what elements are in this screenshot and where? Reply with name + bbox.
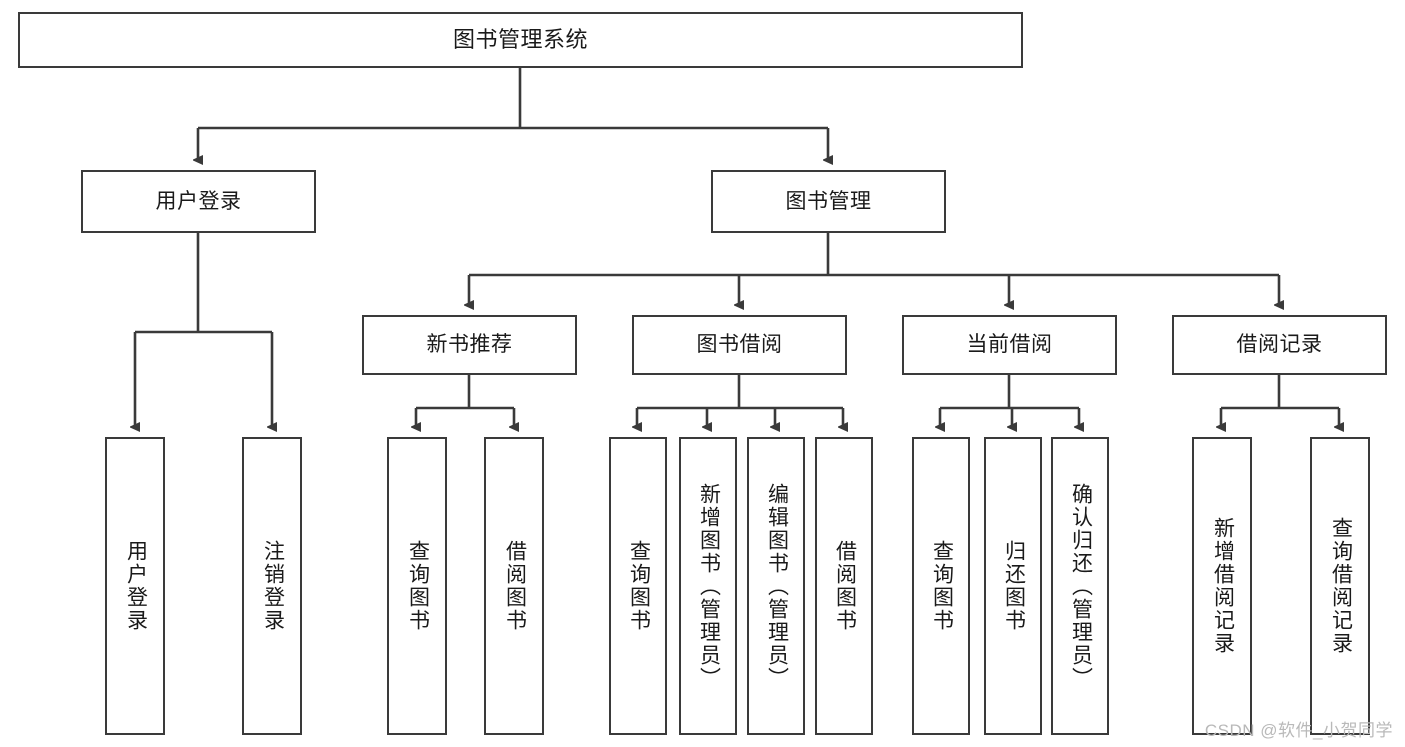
node-label: 归还图书 — [1002, 540, 1026, 632]
node-label: 确认归还（管理员） — [1069, 482, 1093, 690]
node-book-borrow[interactable]: 图书借阅 — [632, 315, 847, 375]
node-label: 借阅图书 — [503, 540, 527, 632]
leaf-node-add-book-admin[interactable]: 新增图书（管理员） — [679, 437, 737, 735]
leaf-node-add-borrow-record[interactable]: 新增借阅记录 — [1192, 437, 1252, 735]
node-current-borrow[interactable]: 当前借阅 — [902, 315, 1117, 375]
leaf-node-edit-book-admin[interactable]: 编辑图书（管理员） — [747, 437, 805, 735]
node-label: 借阅图书 — [833, 540, 857, 632]
node-borrow-record[interactable]: 借阅记录 — [1172, 315, 1387, 375]
node-label: 图书管理 — [785, 189, 872, 213]
node-label: 编辑图书（管理员） — [765, 482, 789, 690]
leaf-node-logout[interactable]: 注销登录 — [242, 437, 302, 735]
node-label: 用户登录 — [155, 189, 242, 213]
leaf-node-return-book[interactable]: 归还图书 — [984, 437, 1042, 735]
node-label: 新书推荐 — [426, 333, 513, 357]
node-book-management[interactable]: 图书管理 — [711, 170, 946, 233]
node-label: 查询图书 — [406, 540, 430, 632]
node-label: 查询图书 — [930, 540, 954, 632]
leaf-node-query-book-recommend[interactable]: 查询图书 — [387, 437, 447, 735]
node-label: 新增借阅记录 — [1211, 517, 1235, 655]
node-label: 查询借阅记录 — [1329, 517, 1353, 655]
node-label: 当前借阅 — [966, 333, 1053, 357]
node-root-book-management-system[interactable]: 图书管理系统 — [18, 12, 1023, 68]
node-label: 用户登录 — [124, 540, 148, 632]
node-label: 借阅记录 — [1236, 333, 1323, 357]
leaf-node-confirm-return-admin[interactable]: 确认归还（管理员） — [1051, 437, 1109, 735]
leaf-node-query-borrow-record[interactable]: 查询借阅记录 — [1310, 437, 1370, 735]
node-label: 新增图书（管理员） — [697, 482, 721, 690]
leaf-node-query-book-borrow[interactable]: 查询图书 — [609, 437, 667, 735]
leaf-node-borrow-book-recommend[interactable]: 借阅图书 — [484, 437, 544, 735]
node-label: 注销登录 — [261, 540, 285, 632]
node-label: 图书管理系统 — [452, 26, 588, 52]
node-label: 图书借阅 — [696, 333, 783, 357]
node-label: 查询图书 — [627, 540, 651, 632]
leaf-node-query-book-current[interactable]: 查询图书 — [912, 437, 970, 735]
node-user-login[interactable]: 用户登录 — [81, 170, 316, 233]
leaf-node-user-login[interactable]: 用户登录 — [105, 437, 165, 735]
node-new-book-recommend[interactable]: 新书推荐 — [362, 315, 577, 375]
leaf-node-borrow-book[interactable]: 借阅图书 — [815, 437, 873, 735]
watermark-text: CSDN @软件_小贺同学 — [1204, 721, 1393, 740]
